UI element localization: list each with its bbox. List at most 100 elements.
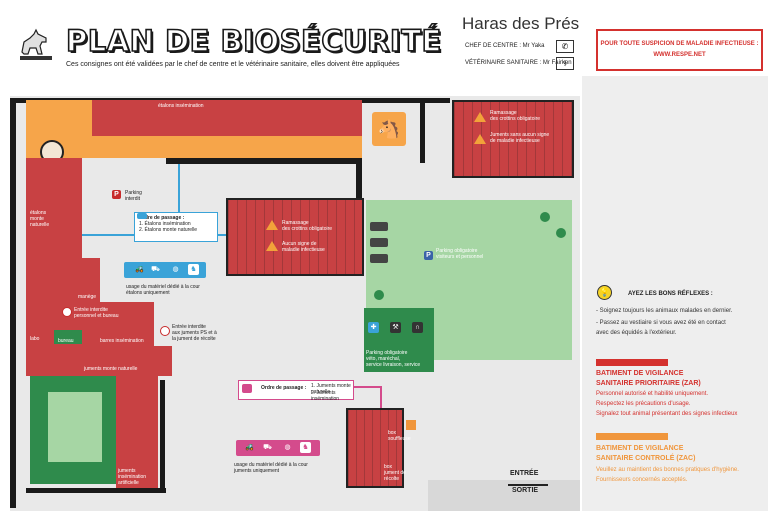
barres-label: barres insémination <box>100 338 144 344</box>
ordre-passage-juments: Ordre de passage : 1. Juments monte natu… <box>238 380 354 402</box>
pink-route-line-v <box>380 386 382 408</box>
horse-blue-icon <box>137 213 147 219</box>
labo-label: labo <box>30 336 40 342</box>
etalons-insemination-label: étalons insémination <box>158 103 204 109</box>
ordre-title-blue: Ordre de passage : <box>139 215 185 221</box>
chef-de-centre: CHEF DE CENTRE : Mr Yaka <box>465 43 545 49</box>
ramassage-2-text: Ramassage des crottins obligatoire <box>490 110 541 122</box>
zac-color-band <box>596 433 668 440</box>
aucun-signe-label: Aucun signe de maladie infectieuse <box>282 241 325 253</box>
parking-obligatoire-text: Parking obligatoire visiteurs et personn… <box>436 248 484 260</box>
warning-icon-ramassage-2 <box>474 112 486 122</box>
reflexes-item-3: avec des équidés à l'extérieur. <box>596 330 677 336</box>
first-aid-icon: ✚ <box>368 322 379 333</box>
tree-3 <box>374 290 384 300</box>
reflexes-item-1: - Soignez toujours les animaux malades e… <box>596 308 733 314</box>
juments-insemination-building <box>116 376 158 488</box>
juments-insemination-label: juments insémination artificielle <box>118 468 146 486</box>
juments-sans-text: Juments sans aucun signe de maladie infe… <box>490 132 550 144</box>
ordre-blue-item-2: 2. Étalons monte naturelle <box>139 227 198 233</box>
box-jument-recolte-text: box jument de récolte <box>384 464 406 482</box>
tree-2 <box>556 228 566 238</box>
etalons-monte-naturelle-label: étalons monte naturelle <box>30 210 49 228</box>
aucun-signe-text: Aucun signe de maladie infectieuse <box>282 241 325 253</box>
box-souffleuse-label: box souffleuse <box>388 430 411 442</box>
juments-monte-label: juments monte naturelle <box>84 366 138 372</box>
alert-line-1: POUR TOUTE SUSPICION DE MALADIE INFECTIE… <box>600 41 759 47</box>
services-parking-block <box>364 308 434 372</box>
bucket-pink-icon: ◍ <box>284 444 291 451</box>
ordre-blue-item-1: 1. Étalons insémination <box>139 221 191 227</box>
horse-hands-icon: 🐴 <box>372 112 406 146</box>
juments-zar-outline <box>452 100 574 178</box>
warning-icon-ramassage-1 <box>266 220 278 230</box>
horse-icon: ♞ <box>188 264 199 275</box>
parking-services-label: Parking obligatoire véto, maréchal, serv… <box>366 350 420 368</box>
reflexes-item-2: - Passez au vestiaire si vous avez été e… <box>596 320 726 326</box>
etalons-insemination-roof <box>92 100 362 136</box>
central-zar-outline <box>226 198 364 276</box>
zar-title-1: BATIMENT DE VIGILANCE <box>596 370 684 377</box>
manege-building <box>26 258 100 302</box>
manege-label: manège <box>78 294 97 300</box>
ordre-pink-item-1: 1. Juments monte naturelle <box>311 383 351 395</box>
zac-line-2: Fournisseurs concernés acceptés. <box>596 477 688 483</box>
tools-icon: ⚒ <box>390 322 401 333</box>
site-name: Haras des Prés <box>462 14 580 33</box>
zar-line-3: Signalez tout animal présentant des sign… <box>596 411 738 417</box>
materiel-etalons-icons <box>124 262 206 278</box>
entree-label: ENTRÉE <box>510 470 539 477</box>
zac-line-1: Veuillez au maintient des bonnes pratiqu… <box>596 467 739 473</box>
entree-interdite-personnel-text: Entrée interdite personnel et bureau <box>74 307 119 319</box>
parking-badge-obligatoire: P <box>424 251 433 260</box>
juments-sans-label: Juments sans aucun signe de maladie infe… <box>490 132 549 144</box>
juments-monte-building <box>26 346 172 376</box>
materiel-juments-text: usage du matériel dédié à la cour jument… <box>234 462 308 474</box>
ordre-passage-etalons: Ordre de passage : 1. Étalons inséminati… <box>134 212 218 242</box>
phone-icon: ✆ <box>556 40 574 53</box>
warning-icon-aucun-signe <box>266 241 278 251</box>
zar-color-band <box>596 359 668 366</box>
horseshoe-icon: ∩ <box>412 322 423 333</box>
alert-link[interactable]: WWW.RESPE.NET <box>653 52 706 58</box>
tree-1 <box>540 212 550 222</box>
inner-wall-top <box>166 158 362 164</box>
tractor-icon: 🚜 <box>135 266 144 273</box>
ramassage-1-text: Ramassage des crottins obligatoire <box>282 220 333 232</box>
wheelbarrow-icon: ⛟ <box>151 266 160 273</box>
zac-title-1: BATIMENT DE VIGILANCE <box>596 445 684 452</box>
zac-title-2: SANITAIRE CONTROLÉ (ZAC) <box>596 455 696 462</box>
horse-pink-icon <box>242 384 252 393</box>
entree-interdite-personnel: Entrée interdite personnel et bureau <box>74 307 118 319</box>
zar-title-2: SANITAIRE PRIORITAIRE (ZAR) <box>596 380 701 387</box>
lightbulb-icon: 💡 <box>597 285 612 300</box>
parked-car-1 <box>370 222 388 231</box>
warning-icon-juments-sans <box>474 134 486 144</box>
bottom-wall <box>26 488 166 493</box>
materiel-etalons-label: usage du matériel dédié à la cour étalon… <box>126 284 200 296</box>
tractor-pink-icon: 🚜 <box>245 444 254 451</box>
wheelbarrow-pink-icon: ⛟ <box>263 444 272 451</box>
veterinaire-sanitaire: VÉTÉRINAIRE SANITAIRE : Mr Fairkon <box>465 60 572 66</box>
bureau-block <box>54 330 82 344</box>
parked-car-2 <box>370 238 388 247</box>
etalons-monte-naturelle-building <box>26 158 82 258</box>
inner-wall-vertical <box>420 103 425 163</box>
reflexes-title: AYEZ LES BONS RÉFLEXES : <box>628 291 713 297</box>
parking-obligatoire-label: Parking obligatoire visiteurs et personn… <box>436 248 483 260</box>
blue-route-line-v <box>178 164 180 214</box>
inner-wall-right <box>356 158 362 200</box>
parking-interdit-label: Parking interdit <box>125 190 142 202</box>
materiel-juments-label: usage du matériel dédié à la cour jument… <box>234 462 308 474</box>
ramassage-2-label: Ramassage des crottins obligatoire <box>490 110 540 122</box>
bucket-icon: ◍ <box>172 266 179 273</box>
entree-interdite-juments: Entrée interdite aux juments PS et à la … <box>172 324 217 342</box>
ramassage-1-label: Ramassage des crottins obligatoire <box>282 220 332 232</box>
entree-interdite-juments-text: Entrée interdite aux juments PS et à la … <box>172 324 217 342</box>
etalons-monte-naturelle-text: étalons monte naturelle <box>30 210 50 228</box>
box-souffleuse-text: box souffleuse <box>388 430 411 442</box>
juments-paddock-inner <box>48 392 102 462</box>
horse-logo-icon <box>16 24 56 64</box>
entrance-road <box>428 480 580 511</box>
juments-insemination-text: juments insémination artificielle <box>118 468 147 486</box>
